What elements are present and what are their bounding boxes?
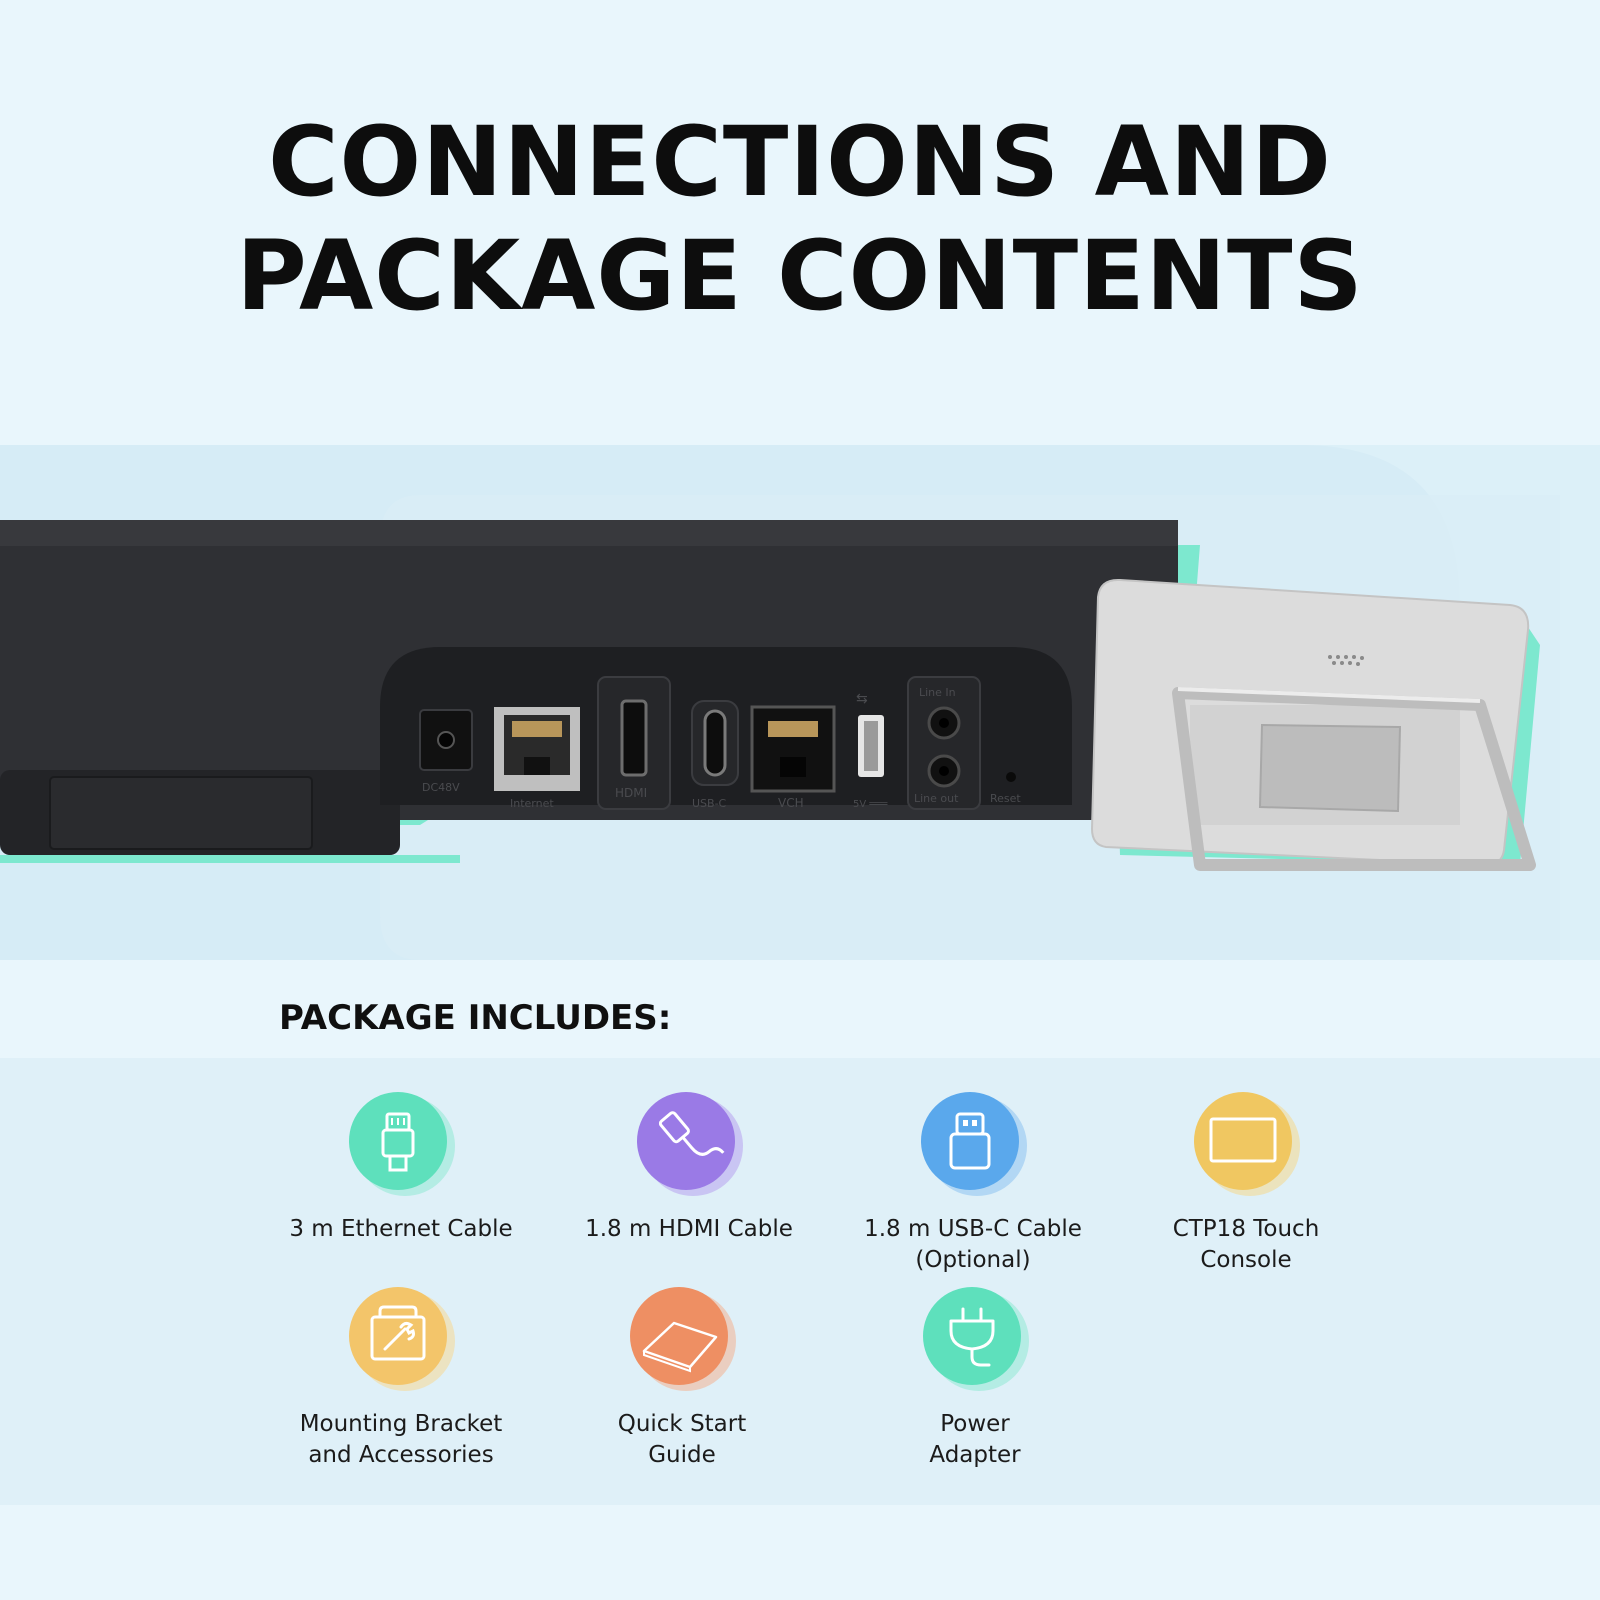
vch-port <box>750 705 836 793</box>
package-item-label: CTP18 Touch <box>1172 1216 1320 1242</box>
reset-label: Reset <box>990 792 1021 805</box>
hdmi-cable-icon <box>637 1092 743 1196</box>
package-item-label: Quick Start <box>617 1411 747 1437</box>
internet-port-tab <box>524 757 550 775</box>
line-out-jack-hole <box>939 766 949 776</box>
audio-port-frame <box>907 676 981 810</box>
package-item-label-secondary: Guide <box>648 1442 716 1468</box>
hdmi-port-label: HDMI <box>615 786 647 800</box>
device-foot-inner <box>49 776 313 850</box>
device-body-shade <box>0 520 1178 546</box>
touch-console-icon <box>1194 1092 1300 1196</box>
mint-accent-bottom <box>0 855 460 863</box>
hdmi-port <box>620 699 648 777</box>
product-illustration: DC48V Internet HDMI USB-C VCH ⇆ 5 <box>0 445 1600 960</box>
headline: CONNECTIONS AND PACKAGE CONTENTS <box>0 105 1600 333</box>
ethernet-plug-icon <box>349 1092 455 1196</box>
headline-line-2: PACKAGE CONTENTS <box>236 220 1364 332</box>
internet-port-pins <box>512 721 562 737</box>
power-plug-icon <box>923 1287 1029 1391</box>
product-photo-band: DC48V Internet HDMI USB-C VCH ⇆ 5 <box>0 445 1600 960</box>
package-item-ethernet-cable: 3 m Ethernet Cable <box>251 1092 551 1245</box>
usb-plug-icon <box>921 1092 1027 1196</box>
console-speaker-grille <box>1328 655 1364 666</box>
package-item-label: 1.8 m USB-C Cable <box>864 1216 1082 1242</box>
console-stand <box>1172 687 1536 871</box>
package-item-label-secondary: Adapter <box>929 1442 1021 1468</box>
line-in-label: Line In <box>919 686 956 699</box>
package-item-power-adapter: Power Adapter <box>825 1287 1125 1471</box>
package-item-label-secondary: and Accessories <box>308 1442 494 1468</box>
package-item-label-secondary: Console <box>1200 1247 1292 1273</box>
package-section <box>0 1058 1600 1505</box>
package-item-touch-console: CTP18 Touch Console <box>1096 1092 1396 1276</box>
package-item-usbc-cable: 1.8 m USB-C Cable (Optional) <box>823 1092 1123 1276</box>
package-item-mounting-bracket: Mounting Bracket and Accessories <box>251 1287 551 1471</box>
package-item-label: Power <box>940 1411 1010 1437</box>
reset-button <box>1006 772 1016 782</box>
usb-port-inner <box>864 721 878 771</box>
usb-symbol-icon: ⇆ <box>856 691 868 707</box>
vch-port-tab <box>780 757 806 777</box>
console-stand-highlight <box>1177 687 1481 703</box>
internet-port-label: Internet <box>510 797 554 810</box>
wrench-box-icon <box>349 1287 455 1391</box>
package-item-label: Mounting Bracket <box>299 1411 503 1437</box>
usbc-port <box>703 709 727 777</box>
usbc-port-label: USB-C <box>692 797 727 810</box>
package-item-label: 1.8 m HDMI Cable <box>585 1216 793 1242</box>
line-out-label: Line out <box>914 792 959 805</box>
dc-port-label: DC48V <box>422 781 460 794</box>
console-rear-recess <box>1258 723 1402 813</box>
package-item-hdmi-cable: 1.8 m HDMI Cable <box>539 1092 839 1245</box>
vch-port-pins <box>768 721 818 737</box>
dc-port-hole <box>437 731 455 749</box>
package-item-quick-start-guide: Quick Start Guide <box>532 1287 832 1471</box>
booklet-icon <box>630 1287 736 1391</box>
package-includes-title: PACKAGE INCLUDES: <box>279 998 672 1038</box>
headline-line-1: CONNECTIONS AND <box>268 106 1332 218</box>
line-in-jack-hole <box>939 718 949 728</box>
package-item-label-secondary: (Optional) <box>915 1247 1031 1273</box>
package-item-label: 3 m Ethernet Cable <box>289 1216 513 1242</box>
vch-port-label: VCH <box>778 796 804 810</box>
usb-port-label: 5V ═══ <box>853 799 888 810</box>
